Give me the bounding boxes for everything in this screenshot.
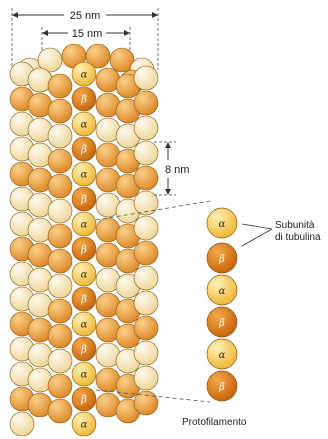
tubulin-sphere [134,116,158,140]
protofilament-callout: Protofilamento [182,417,247,428]
subunit-label-line1: Subunità [275,220,315,231]
alpha-symbol: α [81,420,88,431]
tubulin-sphere [48,149,72,173]
tubulin-sphere [134,241,158,265]
tubulin-sphere [134,216,158,240]
alpha-symbol: α [81,370,88,381]
beta-symbol: β [80,145,87,156]
tubulin-sphere [134,391,158,415]
beta-symbol: β [218,254,225,265]
beta-symbol: β [218,382,225,393]
tubulin-sphere [134,366,158,390]
dimer-length-label: 8 nm [165,164,189,176]
alpha-symbol: α [81,70,88,81]
alpha-symbol: α [219,350,226,361]
outer-width-label: 25 nm [70,10,101,22]
protofilament-label: Protofilamento [182,417,247,428]
beta-symbol: β [80,95,87,106]
alpha-symbol: α [81,320,88,331]
tubulin-sphere [134,316,158,340]
subunit-label-line2: di tubulina [275,232,321,243]
beta-symbol: β [80,345,87,356]
alpha-symbol: α [219,219,226,230]
tubulin-sphere [48,174,72,198]
tubulin-sphere [48,299,72,323]
alpha-symbol: α [81,270,88,281]
tubulin-sphere [134,166,158,190]
tubulin-subunit-callout: Subunità di tubulina [242,220,321,246]
alpha-symbol: α [81,120,88,131]
tubulin-sphere [134,66,158,90]
tubulin-sphere [48,399,72,423]
tubulin-sphere [134,291,158,315]
tubulin-sphere [134,341,158,365]
alpha-symbol: α [219,286,226,297]
protofilament: α β α β α β [207,208,237,401]
tubulin-sphere [48,249,72,273]
microtubule-cylinder: α β α β α β α β α β α β α β α [10,44,158,436]
tubulin-sphere [48,324,72,348]
tubulin-sphere [10,412,34,436]
tubulin-sphere [48,374,72,398]
tubulin-sphere [134,91,158,115]
dimer-length-dimension: 8 nm [154,142,189,195]
tubulin-sphere [48,274,72,298]
tubulin-sphere [48,99,72,123]
tubulin-sphere [48,124,72,148]
beta-symbol: β [80,395,87,406]
beta-symbol: β [80,195,87,206]
tubulin-sphere [48,199,72,223]
tubulin-sphere [48,349,72,373]
beta-symbol: β [218,318,225,329]
alpha-symbol: α [81,220,88,231]
beta-symbol: β [80,295,87,306]
tubulin-sphere [48,74,72,98]
inner-width-label: 15 nm [72,28,103,40]
tubulin-sphere [134,266,158,290]
beta-symbol: β [80,245,87,256]
tubulin-sphere [48,224,72,248]
alpha-symbol: α [81,170,88,181]
tubulin-sphere [134,141,158,165]
